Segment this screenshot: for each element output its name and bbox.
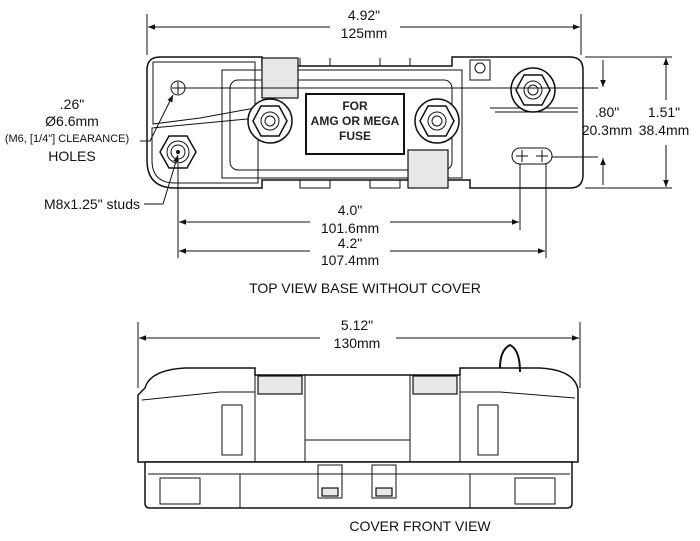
overall-width-dimension: 4.92" 125mm bbox=[146, 7, 582, 55]
mount-spacing-mm-label: 107.4mm bbox=[321, 252, 379, 268]
fuse-label-line-3: FUSE bbox=[339, 129, 371, 143]
fuse-stud-right bbox=[414, 98, 460, 144]
mounting-hole-left bbox=[170, 80, 186, 96]
width-mm-label: 125mm bbox=[341, 25, 388, 41]
width-in-label: 4.92" bbox=[348, 7, 380, 23]
hole-spacing-dimension: .80" 20.3mm bbox=[582, 60, 633, 185]
stud-right bbox=[510, 67, 556, 113]
stud-label: M8x1.25" studs bbox=[44, 196, 140, 212]
hole-callout: .26" Ø6.6mm (M6, [1/4"] CLEARANCE) HOLES bbox=[5, 94, 174, 164]
hole-dia-in-label: .26" bbox=[60, 96, 84, 112]
depth-mm-label: 38.4mm bbox=[639, 122, 690, 138]
overall-depth-dimension: 1.51" 38.4mm bbox=[585, 56, 690, 189]
front-view-caption: COVER FRONT VIEW bbox=[349, 518, 491, 534]
hole-note-label: (M6, [1/4"] CLEARANCE) bbox=[5, 133, 129, 145]
stud-spacing-dimension: 4.0" 101.6mm bbox=[177, 164, 547, 258]
hole-spacing-in-label: .80" bbox=[595, 104, 619, 120]
top-view: 4.92" 125mm FOR AMG OR MEGA FUSE bbox=[5, 7, 689, 296]
fuse-label-plate: FOR AMG OR MEGA FUSE bbox=[305, 93, 405, 155]
front-width-in-label: 5.12" bbox=[341, 317, 373, 333]
front-view: 5.12" 130mm COVER FRONT VI bbox=[137, 317, 581, 534]
front-width-dimension: 5.12" 130mm bbox=[137, 317, 581, 388]
mount-spacing-dimension: 4.2" 107.4mm bbox=[179, 235, 545, 268]
mount-spacing-in-label: 4.2" bbox=[338, 235, 362, 251]
mounting-slot-right bbox=[511, 147, 553, 165]
top-view-caption: TOP VIEW BASE WITHOUT COVER bbox=[249, 280, 481, 296]
stud-left bbox=[159, 135, 197, 169]
hole-dia-mm-label: Ø6.6mm bbox=[45, 113, 99, 129]
cover-body bbox=[137, 343, 579, 509]
stud-spacing-mm-label: 101.6mm bbox=[321, 220, 379, 236]
holes-label: HOLES bbox=[48, 148, 95, 164]
stud-spacing-in-label: 4.0" bbox=[338, 202, 362, 218]
stud-callout: M8x1.25" studs bbox=[44, 154, 179, 212]
fuse-label-line-2: AMG OR MEGA bbox=[311, 114, 400, 128]
depth-in-label: 1.51" bbox=[648, 104, 680, 120]
front-width-mm-label: 130mm bbox=[334, 335, 381, 351]
fuse-stud-left bbox=[247, 98, 293, 144]
hole-spacing-mm-label: 20.3mm bbox=[582, 122, 633, 138]
fuse-label-line-1: FOR bbox=[342, 99, 368, 113]
